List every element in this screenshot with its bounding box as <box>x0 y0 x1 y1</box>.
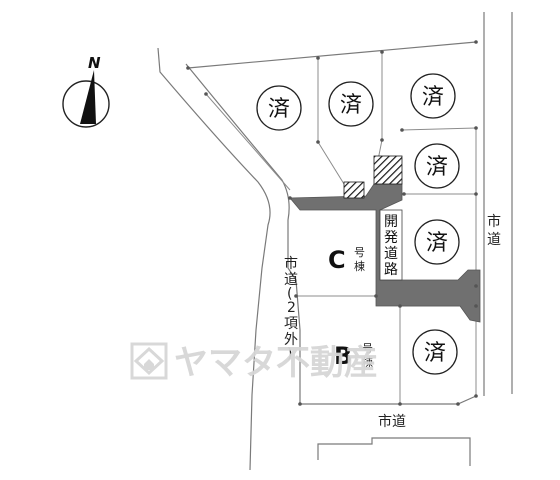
sold-lot-marker: 済 <box>414 143 460 189</box>
road-char: 市 <box>284 255 298 272</box>
hatched-corner-cut-north <box>373 155 403 185</box>
lot-b-suffix-2: 棟 <box>362 355 373 369</box>
sold-lot-label: 済 <box>422 85 444 110</box>
road-char: 市 <box>487 213 501 230</box>
lot-line-1 <box>205 93 291 191</box>
west-road-outer-edge <box>157 47 271 471</box>
road-char: 道 <box>487 232 501 248</box>
road-char: 2 <box>287 300 296 316</box>
sold-lot-label: 済 <box>426 231 448 256</box>
sold-lot-marker: 済 <box>256 85 302 131</box>
north-label: N <box>88 54 101 72</box>
sold-lot-label: 済 <box>424 341 446 366</box>
hatched-corner-cut-west <box>343 181 365 199</box>
lot-line-4 <box>401 127 477 131</box>
sold-lot-label: 済 <box>426 155 448 180</box>
road-char: ) <box>287 346 292 362</box>
city-road-west-label: 市 道 ( 2 項 外 ) <box>284 255 298 362</box>
lot-c-suffix-2: 棟 <box>354 259 365 273</box>
city-road-south-label: 市道 <box>378 413 406 430</box>
sold-lot-label: 済 <box>340 93 362 118</box>
north-arrow-icon <box>80 70 96 124</box>
lot-line-3 <box>377 52 383 161</box>
sold-lot-marker: 済 <box>412 329 458 375</box>
lot-b-suffix-1: 号 <box>362 342 373 355</box>
lot-c-suffix-1: 号 <box>354 246 365 259</box>
road-char: 項 <box>284 316 298 332</box>
dev-road-char: 開 <box>384 214 398 230</box>
watermark: ヤマタ不動産 <box>130 342 378 383</box>
dev-road-char: 発 <box>384 230 398 246</box>
watermark-logo-icon <box>130 342 168 380</box>
dev-road-char: 道 <box>384 246 398 262</box>
south-road-bottom-edge <box>317 437 471 466</box>
sold-lot-marker: 済 <box>328 81 374 127</box>
lot-c-letter: C <box>328 246 346 274</box>
west-road-inner-edge <box>185 63 301 404</box>
road-char: 外 <box>284 332 298 348</box>
vertex-markers <box>186 40 478 406</box>
development-road-label: 開 発 道 路 <box>379 209 403 281</box>
sold-lot-label: 済 <box>268 97 290 122</box>
dev-road-char: 路 <box>384 262 398 278</box>
city-road-east-label: 市 道 <box>487 213 501 248</box>
lot-b-letter: B <box>334 342 352 370</box>
south-road-edge <box>300 395 477 405</box>
sold-lot-marker: 済 <box>414 219 460 265</box>
road-char: 道 <box>284 272 298 288</box>
watermark-text: ヤマタ不動産 <box>174 343 378 383</box>
north-compass: N <box>62 54 110 128</box>
road-char: ( <box>287 286 292 302</box>
sold-lot-marker: 済 <box>410 73 456 119</box>
site-top-boundary <box>187 41 477 69</box>
